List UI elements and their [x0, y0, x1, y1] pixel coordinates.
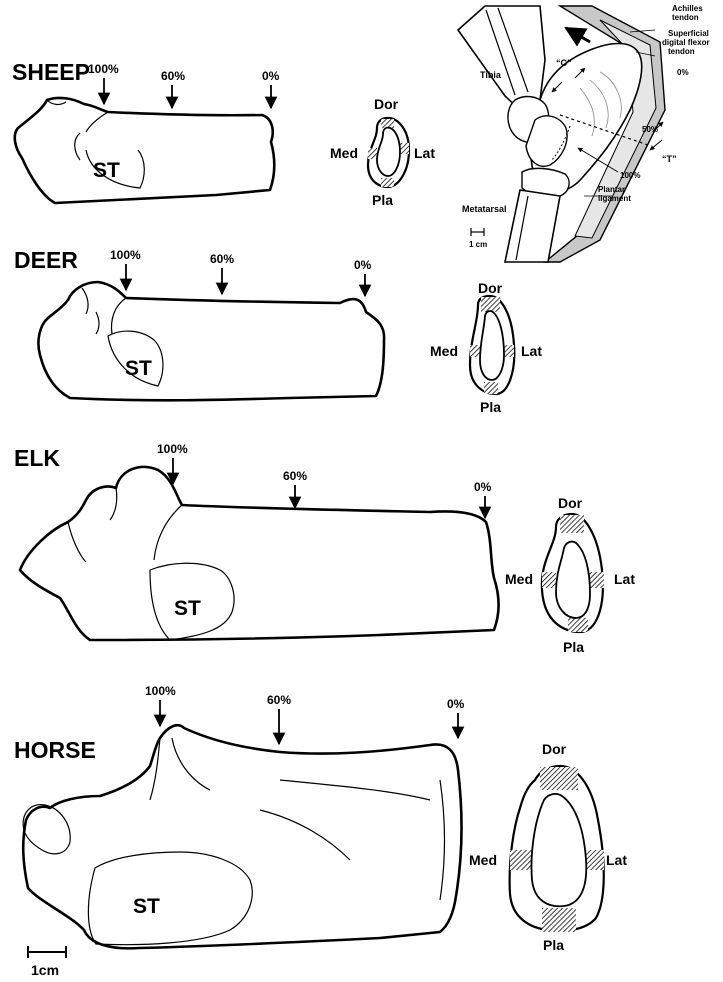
pct-60-sheep: 60%	[161, 69, 185, 83]
dor-label-deer: Dor	[478, 280, 503, 296]
animal-label-deer: DEER	[14, 247, 78, 273]
panel-horse: HORSE ST 100% 60% 0% Dor Pla Med Lat	[14, 684, 627, 953]
lat-label-deer: Lat	[521, 343, 542, 359]
pct-60-deer: 60%	[210, 252, 234, 266]
pla-label-deer: Pla	[480, 399, 501, 415]
inset-p100-label: 100%	[620, 171, 640, 180]
scale-bar-label: 1cm	[31, 962, 59, 978]
pull-arrow	[566, 28, 590, 42]
animal-label-sheep: SHEEP	[12, 59, 90, 85]
pla-label-elk: Pla	[563, 639, 584, 655]
panel-sheep: SHEEP ST 100% 60% 0% Dor Pla Med Lat	[12, 59, 435, 208]
pla-label-sheep: Pla	[372, 192, 393, 208]
pct-0-elk: 0%	[474, 480, 492, 494]
panel-deer: DEER ST 100% 60% 0% Dor Pla Med Lat	[14, 247, 542, 415]
pct-100-horse: 100%	[145, 684, 176, 698]
cross-section-horse: Dor Pla Med Lat	[469, 741, 627, 953]
animal-label-elk: ELK	[14, 445, 60, 471]
med-label-deer: Med	[430, 343, 458, 359]
cross-section-deer: Dor Pla Med Lat	[430, 280, 542, 415]
inset-scale-label: 1 cm	[469, 240, 487, 249]
pla-label-horse: Pla	[543, 937, 564, 953]
pct-100-elk: 100%	[157, 442, 188, 456]
inset-metatarsal-label: Metatarsal	[462, 204, 507, 214]
bone-outline-elk	[20, 467, 499, 640]
inset-t-label: “T”	[662, 154, 677, 164]
animal-label-horse: HORSE	[14, 737, 96, 763]
dor-label-elk: Dor	[558, 495, 583, 511]
pct-0-horse: 0%	[447, 697, 465, 711]
inset-sdft-label-2: digital flexor	[662, 38, 710, 47]
med-label-sheep: Med	[330, 145, 358, 161]
inset-plantar-label-2: ligament	[598, 194, 631, 203]
panel-elk: ELK ST 100% 60% 0% Dor Pla Med Lat	[14, 442, 635, 655]
inset-p0-label: 0%	[677, 68, 689, 77]
st-label-deer: ST	[125, 357, 152, 380]
cross-section-elk: Dor Pla Med Lat	[505, 495, 635, 655]
pct-0-deer: 0%	[354, 258, 372, 272]
pct-60-horse: 60%	[267, 693, 291, 707]
st-label-elk: ST	[174, 597, 201, 620]
st-label-sheep: ST	[93, 159, 120, 182]
pct-100-deer: 100%	[110, 248, 141, 262]
med-label-elk: Med	[505, 571, 533, 587]
med-label-horse: Med	[469, 852, 497, 868]
st-label-horse: ST	[133, 895, 160, 918]
scale-bar: 1cm	[28, 946, 66, 978]
inset-c-label: “C”	[556, 58, 572, 68]
cross-section-sheep: Dor Pla Med Lat	[330, 96, 435, 208]
inset-hock-diagram: Achilles tendon Superficial digital flex…	[458, 4, 710, 262]
bone-outline-sheep	[15, 98, 275, 203]
pct-100-sheep: 100%	[88, 62, 119, 76]
metatarsal-bone	[505, 190, 560, 262]
inset-sdft-label-1: Superficial	[668, 29, 709, 38]
inset-tibia-label: Tibia	[480, 70, 502, 80]
inset-p50-label: 50%	[642, 125, 658, 134]
lat-label-horse: Lat	[606, 852, 627, 868]
tibia-bone	[458, 6, 545, 110]
lat-label-elk: Lat	[614, 571, 635, 587]
bone-outline-deer	[38, 282, 384, 400]
inset-achilles-label-2: tendon	[672, 13, 699, 22]
pct-0-sheep: 0%	[262, 69, 280, 83]
lat-label-sheep: Lat	[414, 145, 435, 161]
dor-label-horse: Dor	[542, 741, 567, 757]
inset-achilles-label-1: Achilles	[672, 4, 703, 13]
dor-label-sheep: Dor	[374, 96, 399, 112]
inset-plantar-label-1: Plantar	[598, 185, 625, 194]
inset-sdft-label-3: tendon	[668, 47, 695, 56]
pct-60-elk: 60%	[283, 469, 307, 483]
